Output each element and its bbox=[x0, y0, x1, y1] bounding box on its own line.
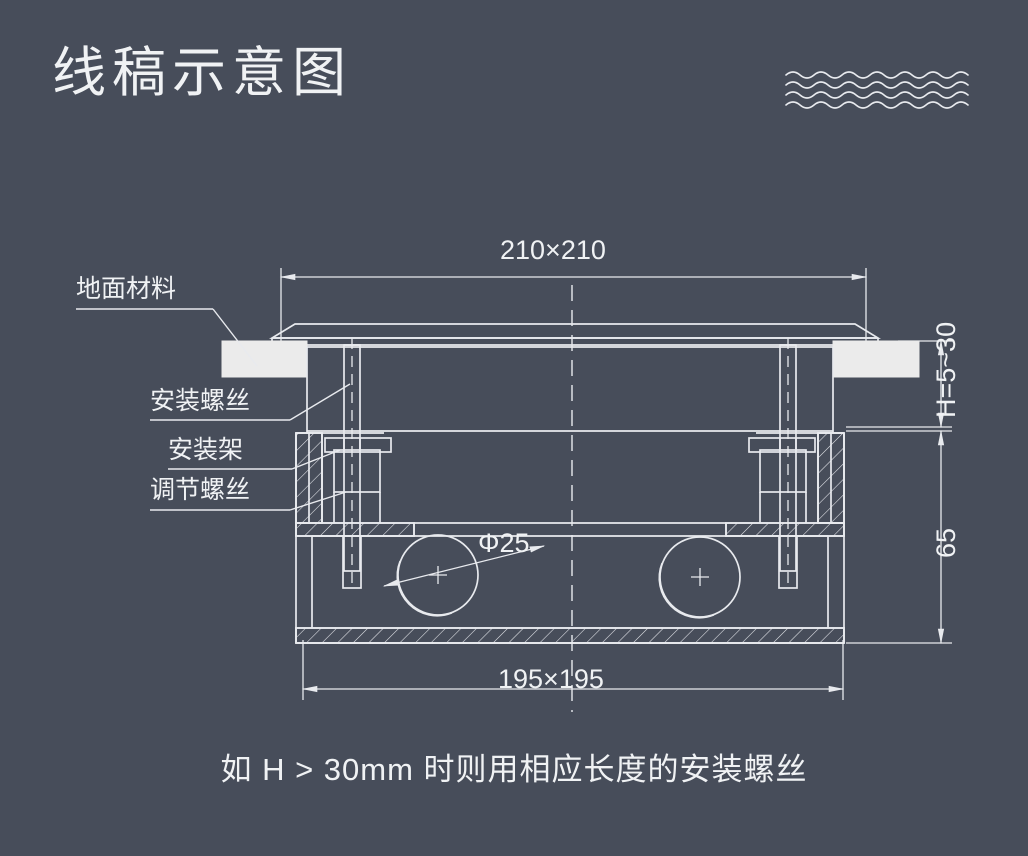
leader-mounting-bracket bbox=[168, 449, 341, 470]
label-floor-material: 地面材料 bbox=[76, 275, 177, 303]
mounting-bracket-left bbox=[324, 437, 392, 523]
housing-body bbox=[295, 432, 845, 644]
floor-material-right bbox=[832, 340, 920, 378]
dimension-top-width bbox=[279, 268, 868, 345]
adjusting-screw-left bbox=[342, 535, 362, 589]
adjusting-screw-right bbox=[778, 535, 798, 589]
hole-circle-right bbox=[658, 536, 741, 619]
shelf-band-left bbox=[295, 522, 415, 537]
leader-adjusting-screw bbox=[150, 491, 347, 511]
page-title: 线稿示意图 bbox=[52, 43, 352, 103]
upper-chamber bbox=[306, 346, 834, 433]
diameter-leader bbox=[382, 545, 546, 587]
dimension-label-bottom-width: 195×195 bbox=[498, 664, 604, 694]
bottom-band bbox=[295, 627, 845, 644]
dimension-body-height bbox=[846, 429, 952, 645]
hole-circle-left bbox=[396, 534, 479, 617]
wall-left bbox=[295, 432, 323, 524]
dimension-label-hole-diameter: Φ25 bbox=[478, 528, 530, 558]
mounting-bracket-right bbox=[748, 437, 816, 523]
floor-material-left bbox=[221, 340, 308, 378]
shelf-band-right bbox=[725, 522, 845, 537]
wavy-lines-icon bbox=[785, 71, 969, 109]
label-adjusting-screw: 调节螺丝 bbox=[150, 476, 251, 504]
wall-right bbox=[817, 432, 845, 524]
dimension-bottom-width bbox=[301, 640, 845, 700]
dimension-label-body-height: 65 bbox=[931, 527, 961, 558]
dimension-label-height-range: H=5~30 bbox=[931, 321, 961, 418]
dimension-label-top-width: 210×210 bbox=[500, 235, 606, 265]
leader-mounting-screw bbox=[150, 383, 351, 421]
cover-plate bbox=[268, 323, 882, 346]
inner-cavity bbox=[311, 535, 829, 628]
label-mounting-bracket: 安装架 bbox=[168, 436, 244, 464]
label-mounting-screw: 安装螺丝 bbox=[150, 387, 251, 415]
leader-floor-material bbox=[76, 308, 258, 367]
footer-caption: 如 H > 30mm 时则用相应长度的安装螺丝 bbox=[220, 752, 808, 787]
